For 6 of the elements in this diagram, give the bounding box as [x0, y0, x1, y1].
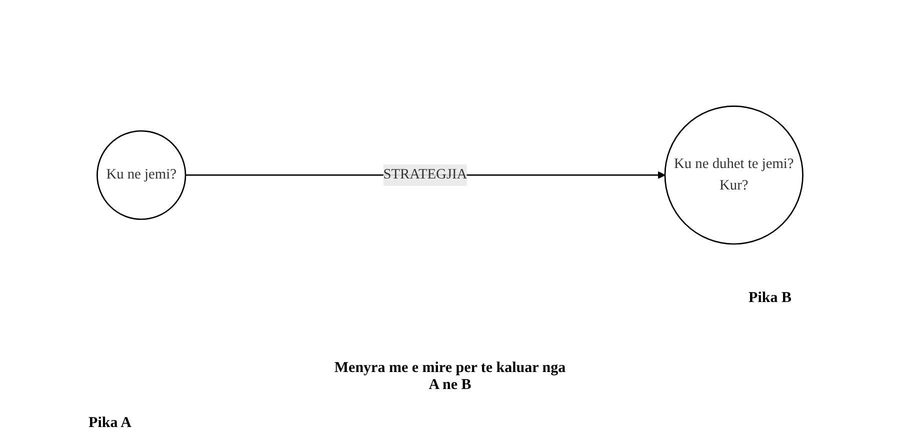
note-text: Menyra me e mire per te kaluar nga A ne B: [333, 360, 567, 394]
node-circle: Ku ne duhet te jemi? Kur?: [664, 105, 804, 245]
point-caption: Pika B: [748, 290, 792, 307]
node-circle: Ku ne jemi?: [96, 130, 186, 220]
point-caption: Pika A: [88, 415, 132, 432]
edge-label: STRATEGJIA: [383, 166, 468, 182]
